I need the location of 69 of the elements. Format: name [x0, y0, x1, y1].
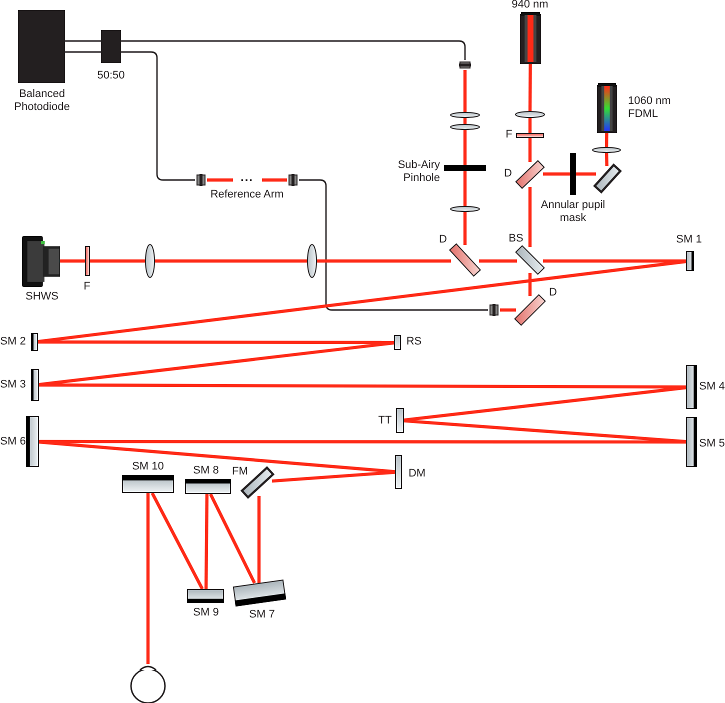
ellipsis-mark: ...: [240, 170, 254, 184]
laser-beam: [38, 260, 686, 344]
laser-beam: [317, 259, 451, 263]
optical-fiber: [65, 51, 101, 53]
laser-beam: [463, 212, 467, 245]
laser-beam: [463, 171, 467, 206]
laser-beam: [90, 259, 145, 263]
component-label: SM 4: [698, 380, 725, 394]
component-label: BS: [508, 232, 524, 246]
component-label: D: [438, 234, 448, 246]
component-label: SM 10: [131, 460, 165, 474]
laser-beam: [604, 152, 608, 166]
laser-beam: [463, 70, 467, 112]
laser-beam: [543, 172, 570, 176]
laser-beam: [204, 494, 209, 590]
component-label: 1060 nm FDML: [628, 95, 672, 121]
laser-beam: [209, 493, 256, 584]
component-label: 50:50: [96, 70, 126, 82]
optical-fiber: [121, 51, 195, 181]
component-label: DM: [407, 468, 427, 480]
optical-fiber: [65, 40, 101, 42]
component-label: SM 1: [675, 234, 703, 246]
component-label: FM: [231, 466, 249, 478]
laser-beam: [205, 178, 289, 182]
component-label: F: [82, 280, 92, 294]
laser-beam: [528, 273, 532, 296]
laser-beam: [528, 118, 532, 133]
component-label: D: [548, 286, 558, 300]
laser-beam: [500, 308, 516, 312]
laser-beam: [404, 419, 686, 444]
laser-beam: [604, 132, 608, 148]
component-label: F: [504, 128, 514, 142]
component-label: SM 2: [0, 336, 27, 348]
optical-fiber: [299, 179, 488, 311]
component-label: Annular pupil mask: [540, 199, 606, 225]
laser-beam: [38, 440, 396, 474]
component-label: D: [503, 168, 513, 180]
laser-beam: [576, 172, 596, 176]
laser-beam: [39, 383, 686, 389]
component-label: TT: [377, 414, 393, 428]
laser-beam: [479, 259, 517, 263]
laser-beam: [155, 259, 307, 263]
component-label: SM 7: [248, 608, 276, 622]
laser-beam: [463, 118, 467, 124]
component-label: SM 9: [192, 606, 220, 620]
laser-beam: [528, 64, 532, 111]
laser-beam: [463, 130, 467, 165]
laser-beam: [60, 259, 85, 263]
laser-beam: [528, 138, 532, 162]
laser-beam: [543, 259, 686, 263]
laser-beam: [272, 470, 396, 483]
component-label: Balanced Photodiode: [13, 88, 71, 114]
laser-beam: [528, 187, 532, 247]
laser-beam: [150, 492, 204, 590]
optical-fiber: [121, 40, 466, 60]
laser-beam: [404, 386, 686, 422]
laser-beam: [38, 340, 394, 344]
component-label: RS: [405, 336, 423, 348]
laser-beam: [39, 440, 686, 444]
laser-beam: [38, 341, 394, 386]
component-label: 940 nm: [510, 0, 550, 12]
component-label: SM 8: [192, 464, 220, 478]
component-label: SHWS: [24, 290, 60, 304]
component-label: SM 3: [0, 378, 27, 392]
component-label: SM 6: [0, 436, 27, 448]
laser-beam: [146, 493, 150, 664]
component-label: Sub-Airy Pinhole: [396, 159, 440, 185]
laser-beam: [257, 496, 261, 583]
component-label: SM 5: [698, 438, 725, 450]
